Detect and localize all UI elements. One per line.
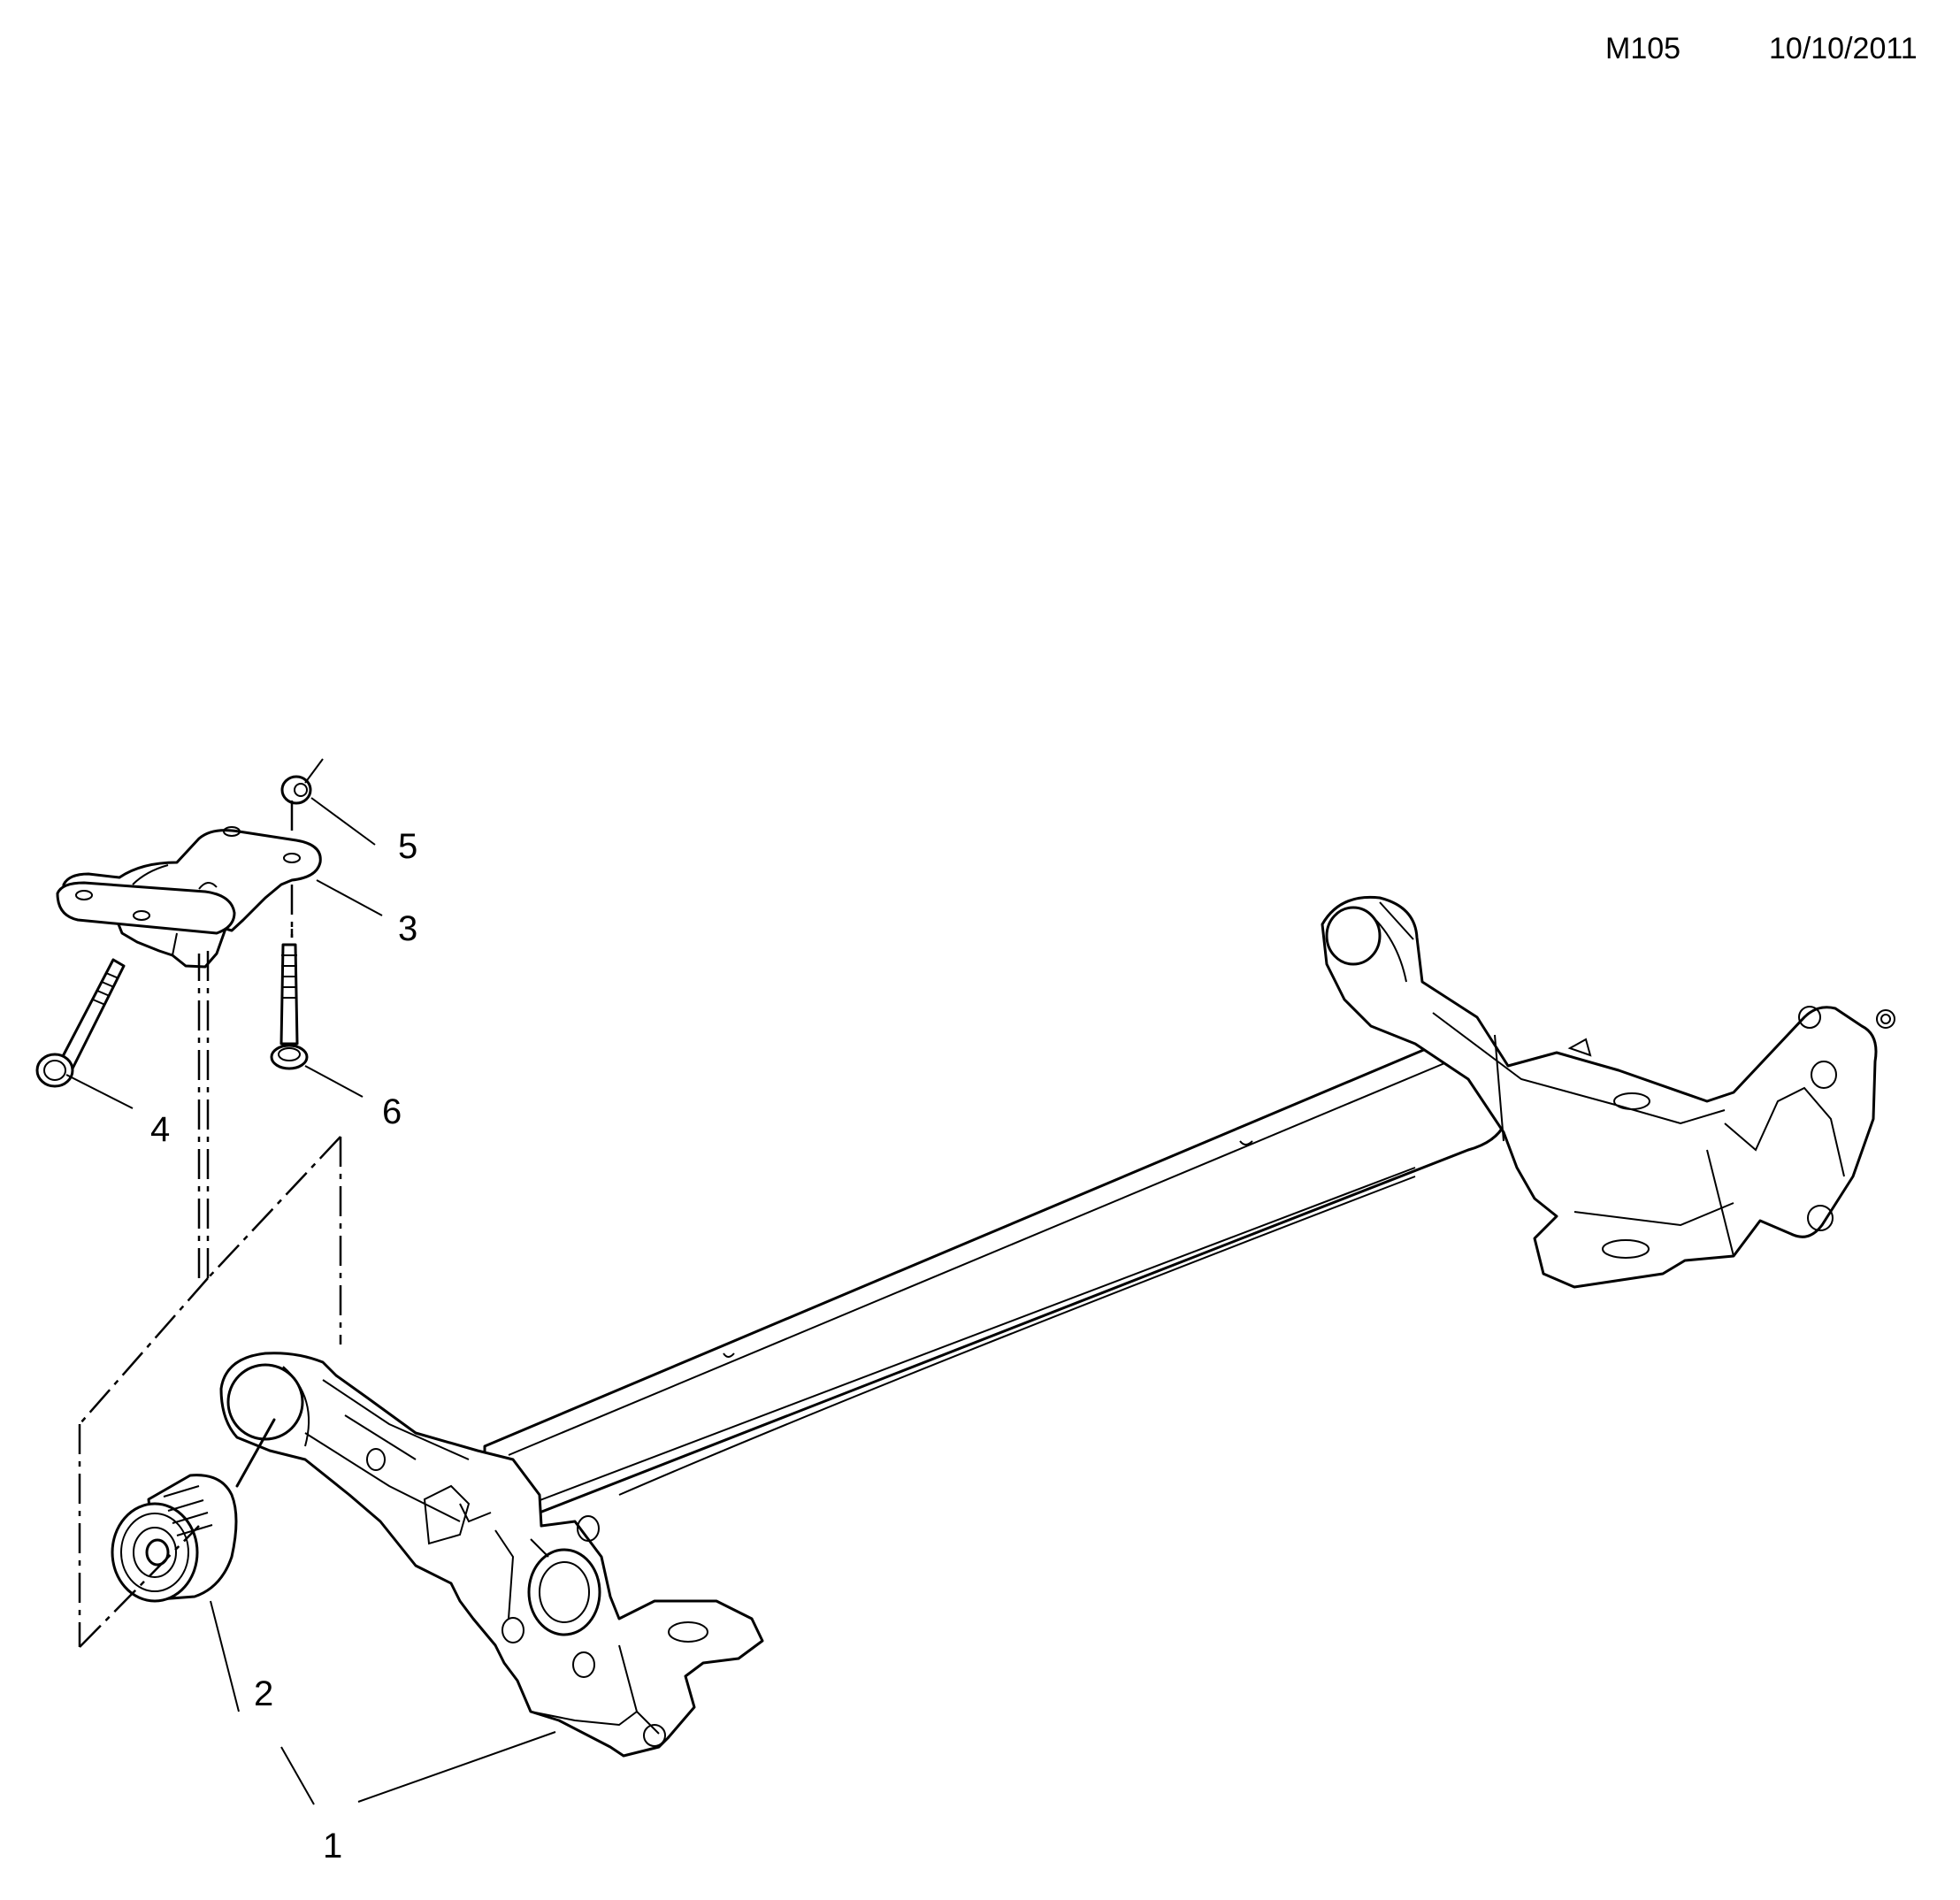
diagram-date: 10/10/2011 (1769, 32, 1918, 65)
callout-6: 6 (382, 1092, 402, 1131)
diagram-code: M105 (1605, 32, 1681, 65)
mounting-bracket (56, 826, 322, 969)
callout-1: 1 (323, 1827, 342, 1866)
callout-4: 4 (150, 1110, 170, 1149)
callout-5: 5 (398, 827, 417, 866)
assembly-lines (78, 801, 342, 1648)
flange-bolt (270, 943, 309, 1070)
callout-3: 3 (398, 909, 417, 948)
bushing (111, 1474, 238, 1603)
callout-2: 2 (254, 1674, 273, 1713)
nut (280, 758, 324, 805)
rear-axle-beam (219, 895, 1895, 1758)
leader-lines (65, 797, 556, 1805)
long-bolt (35, 958, 126, 1088)
